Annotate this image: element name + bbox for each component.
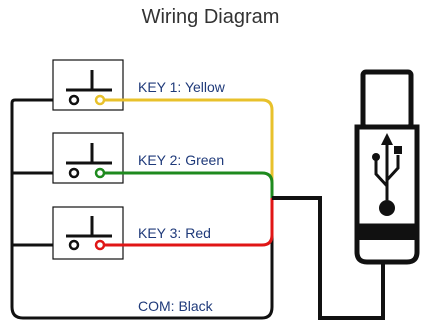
com-wire: [10, 98, 274, 320]
key1-label: KEY 1: Yellow: [138, 79, 226, 95]
green-wire: [104, 171, 274, 198]
key1-switch: [52, 59, 124, 111]
usb-cable: [272, 196, 385, 320]
usb-symbol-icon: [372, 133, 402, 216]
com-label: COM: Black: [138, 298, 214, 314]
diagram-title: Wiring Diagram: [141, 6, 280, 28]
key2-label: KEY 2: Green: [138, 152, 224, 168]
key3-switch: [52, 206, 124, 260]
yellow-wire: [104, 98, 274, 190]
key3-label: KEY 3: Red: [138, 225, 211, 241]
red-wire: [104, 198, 274, 247]
key2-switch: [52, 132, 124, 184]
